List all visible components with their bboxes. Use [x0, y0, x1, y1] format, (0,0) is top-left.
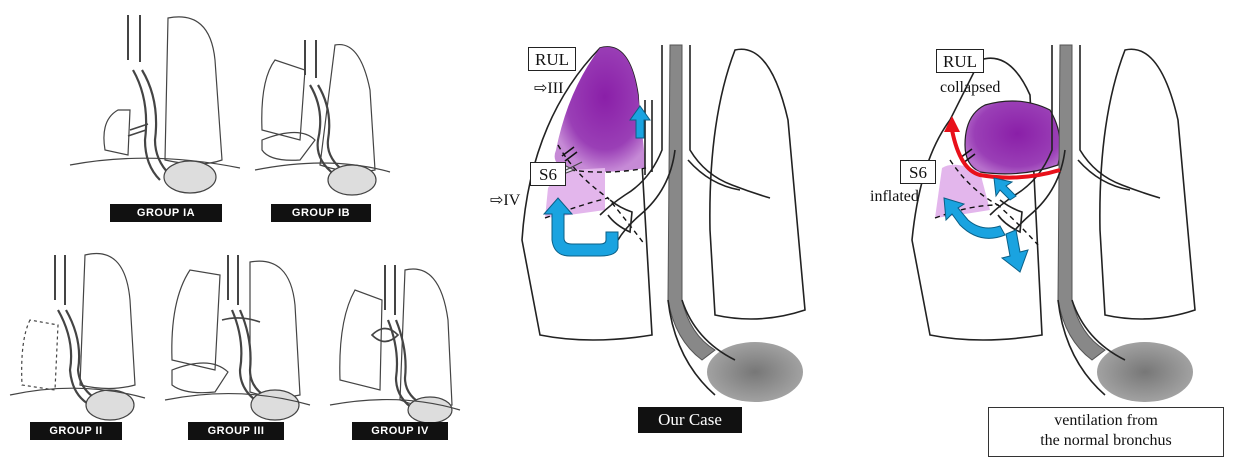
sketch-group-iv [330, 265, 460, 423]
group-ib-label: GROUP IB [271, 204, 371, 222]
sketch-group-ia [70, 15, 240, 193]
sketch-group-iii [165, 255, 310, 420]
our-case-caption: Our Case [638, 407, 742, 433]
our-case-figure: RUL ⇨III S6 ⇨IV Our Case [470, 0, 860, 453]
airflow-arrow-down [1002, 230, 1028, 272]
s6-label-right: S6 [900, 160, 936, 184]
group-iv-label: GROUP IV [352, 422, 448, 440]
sketch-group-ii [10, 253, 145, 420]
group-ii-label: GROUP II [30, 422, 122, 440]
rul-state: collapsed [940, 79, 1000, 97]
rul-arrow-text: ⇨III [534, 78, 563, 98]
group-ia-label: GROUP IA [110, 204, 222, 222]
ventilation-caption-line2: the normal bronchus [989, 431, 1223, 451]
ventilation-caption: ventilation from the normal bronchus [988, 407, 1224, 457]
airflow-arrow-small [994, 178, 1016, 200]
rul-label-right: RUL [936, 49, 984, 73]
trachea [668, 45, 715, 360]
ventilation-figure: RUL collapsed S6 inflated ventilation fr… [860, 0, 1243, 453]
gray-mass [707, 342, 803, 402]
left-lung-outline [710, 49, 805, 319]
classification-figure: GROUP IA GROUP IB GROUP II GROUP III GRO… [0, 0, 470, 453]
ventilation-caption-line1: ventilation from [989, 411, 1223, 431]
ventilation-diagram [860, 0, 1243, 453]
s6-arrow-text: ⇨IV [490, 190, 520, 210]
s6-state: inflated [870, 188, 919, 206]
group-iii-label: GROUP III [188, 422, 284, 440]
rul-label: RUL [528, 47, 576, 71]
sketch-group-ib [255, 40, 390, 195]
s6-label: S6 [530, 162, 566, 186]
classification-sketches [0, 0, 470, 453]
